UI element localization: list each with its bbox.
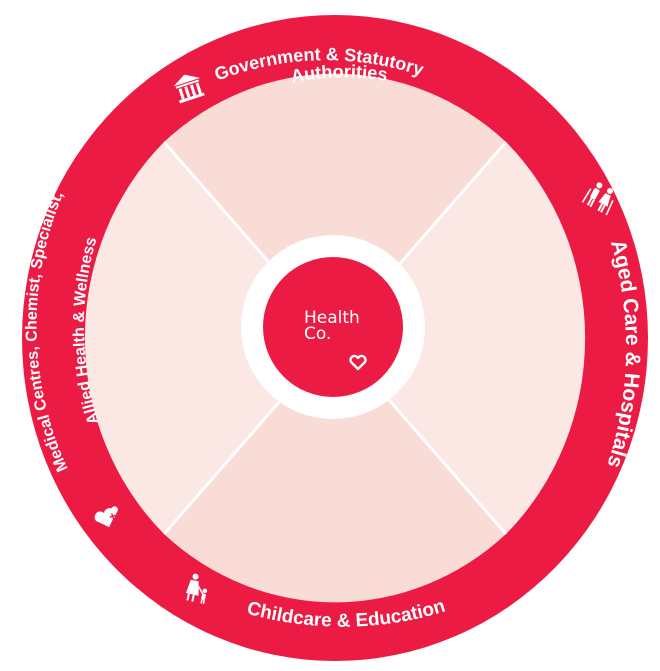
government-building-icon bbox=[173, 74, 205, 104]
quadrant-top bbox=[164, 73, 506, 338]
quadrant-bottom bbox=[164, 338, 506, 603]
quadrant-right bbox=[335, 142, 586, 534]
parent-child-icon bbox=[185, 573, 208, 605]
elderly-couple-icon bbox=[581, 182, 614, 216]
brand-name-line1: Health bbox=[304, 308, 360, 328]
medical-hearts-icon bbox=[94, 506, 118, 528]
center-logo-disc bbox=[263, 257, 403, 397]
quadrant-left bbox=[84, 142, 336, 534]
brand-name-line2: Co. bbox=[304, 324, 331, 344]
heart-icon bbox=[349, 354, 367, 371]
quadrant-disc bbox=[84, 73, 586, 603]
